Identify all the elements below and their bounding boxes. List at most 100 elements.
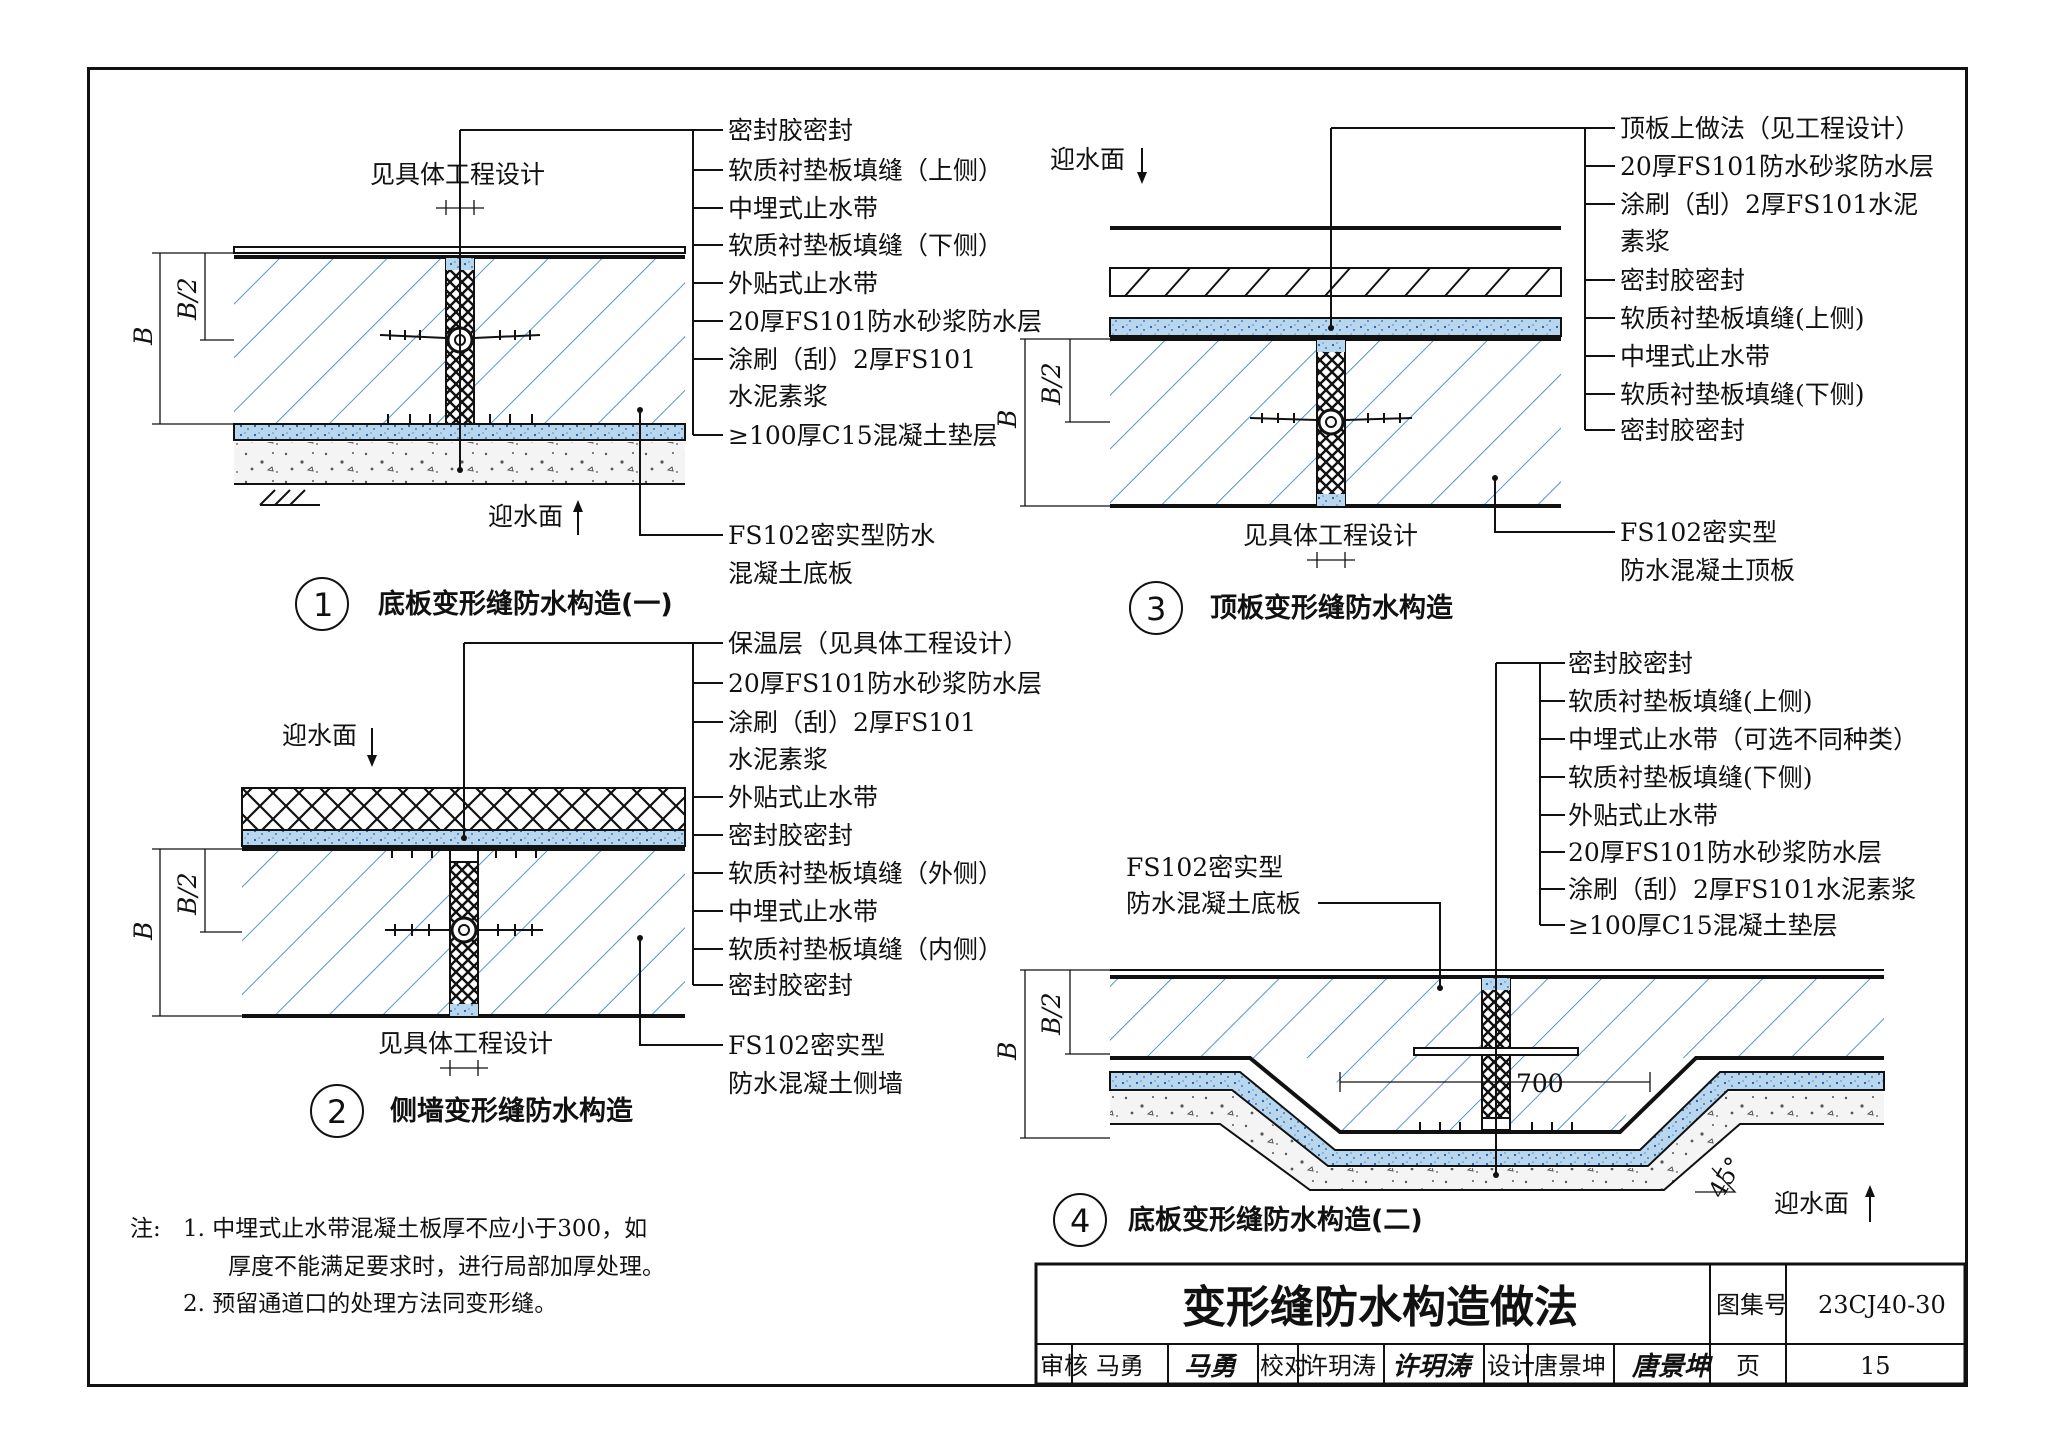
detail2-label-5: 密封胶密封 <box>728 821 853 850</box>
title-block: 变形缝防水构造做法 图集号 23CJ40-30 页 15 审核 马勇 马勇 校对… <box>1034 1262 1967 1386</box>
detail4-slab-label-1: 防水混凝土底板 <box>1126 889 1301 918</box>
detail3-label-2: 涂刷（刮）2厚FS101水泥 <box>1620 190 1918 219</box>
designer-name: 唐景坤 <box>1534 1352 1606 1380</box>
detail3-label-5: 软质衬垫板填缝(上侧) <box>1620 304 1865 333</box>
detail3-waterstop <box>1249 408 1413 436</box>
detail2-label-0: 保温层（见具体工程设计） <box>728 629 1028 658</box>
detail1-callouts: 密封胶密封 软质衬垫板填缝（上侧） 中埋式止水带 软质衬垫板填缝（下侧） 外贴式… <box>693 116 1042 450</box>
detail4-label-0: 密封胶密封 <box>1568 649 1693 678</box>
detail1-label-3: 软质衬垫板填缝（下侧） <box>728 231 1003 260</box>
detail3-mortar-layer <box>1109 317 1562 337</box>
detail3-dim-b2: B/2 <box>1037 362 1066 406</box>
detail3-slab-label-1: 防水混凝土顶板 <box>1620 556 1795 585</box>
note-1-cont: 厚度不能满足要求时，进行局部加厚处理。 <box>228 1254 665 1280</box>
detail2-label-9: 密封胶密封 <box>728 971 853 1000</box>
notes: 注: 1. 中埋式止水带混凝土板厚不应小于300，如 厚度不能满足要求时，进行局… <box>130 1216 665 1317</box>
note-2: 2. 预留通道口的处理方法同变形缝。 <box>183 1291 557 1317</box>
detail4-callouts: 密封胶密封 软质衬垫板填缝(上侧) 中埋式止水带（可选不同种类） 软质衬垫板填缝… <box>1540 649 1918 940</box>
detail3-label-3: 素浆 <box>1620 227 1670 256</box>
detail3-label-0: 顶板上做法（见工程设计） <box>1620 114 1920 143</box>
checker-signature: 许玥涛 <box>1392 1352 1474 1382</box>
detail4-label-5: 20厚FS101防水砂浆防水层 <box>1568 838 1882 867</box>
detail2-dim-b: B <box>129 922 158 941</box>
note-1: 1. 中埋式止水带混凝土板厚不应小于300，如 <box>183 1216 647 1242</box>
detail3-water-face: 迎水面 <box>1050 145 1125 174</box>
atlas-number: 23CJ40-30 <box>1818 1291 1946 1319</box>
detail2-waterstop <box>385 916 543 944</box>
detail1-slab-left <box>234 258 446 424</box>
sheet-title: 变形缝防水构造做法 <box>1182 1282 1578 1333</box>
reviewer-signature: 马勇 <box>1184 1352 1238 1382</box>
detail1-label-0: 密封胶密封 <box>728 116 853 145</box>
detail4-caption: 底板变形缝防水构造(二) <box>1128 1204 1423 1236</box>
detail4-label-7: ≥100厚C15混凝土垫层 <box>1568 911 1838 940</box>
detail3-slab-label-0: FS102密实型 <box>1620 518 1777 547</box>
detail4-number: 4 <box>1070 1202 1090 1240</box>
detail1-label-6: 涂刷（刮）2厚FS101 <box>728 345 976 374</box>
detail2-label-1: 20厚FS101防水砂浆防水层 <box>728 669 1042 698</box>
notes-prefix: 注: <box>130 1216 161 1242</box>
detail3-callouts: 顶板上做法（见工程设计） 20厚FS101防水砂浆防水层 涂刷（刮）2厚FS10… <box>1585 114 1934 445</box>
detail2-bottom-note: 见具体工程设计 <box>378 1029 553 1058</box>
detail-4: 700 45° B B/2 迎水面 FS102密实型 防水混凝土底板 密封胶密封… <box>993 649 1918 1247</box>
detail2-label-8: 软质衬垫板填缝（内侧） <box>728 935 1003 964</box>
check-label: 校对 <box>1260 1352 1308 1380</box>
designer-signature: 唐景坤 <box>1631 1352 1713 1382</box>
detail3-label-1: 20厚FS101防水砂浆防水层 <box>1620 152 1934 181</box>
detail3-bottom-note: 见具体工程设计 <box>1243 521 1418 550</box>
detail4-label-1: 软质衬垫板填缝(上侧) <box>1568 687 1813 716</box>
page-label: 页 <box>1736 1352 1760 1380</box>
detail3-dim-b: B <box>993 410 1022 429</box>
detail2-caption: 侧墙变形缝防水构造 <box>390 1095 633 1127</box>
checker-name: 许玥涛 <box>1304 1352 1376 1380</box>
detail1-label-5: 20厚FS101防水砂浆防水层 <box>728 307 1042 336</box>
detail1-caption: 底板变形缝防水构造(一) <box>378 588 673 620</box>
detail1-label-8: ≥100厚C15混凝土垫层 <box>728 421 998 450</box>
detail3-label-4: 密封胶密封 <box>1620 266 1745 295</box>
detail2-water-face: 迎水面 <box>282 721 357 750</box>
detail4-water-face: 迎水面 <box>1774 1189 1849 1218</box>
detail1-top-note: 见具体工程设计 <box>370 160 545 189</box>
detail1-slab-label-1: 混凝土底板 <box>728 559 853 588</box>
detail4-angle: 45° <box>1703 1152 1749 1203</box>
detail-1: 见具体工程设计 B B/2 迎水面 密封胶密封 软质衬垫板填缝（上侧） 中埋式止… <box>129 116 1042 631</box>
detail-2: 迎水面 B B/2 见具体工程设计 保温层（见具体工程设计） 20厚FS101防… <box>129 629 1042 1138</box>
detail2-slab-label-1: 防水混凝土侧墙 <box>728 1069 903 1098</box>
detail3-caption: 顶板变形缝防水构造 <box>1210 592 1453 624</box>
detail1-number: 1 <box>313 586 333 624</box>
detail4-label-2: 中埋式止水带（可选不同种类） <box>1568 725 1918 754</box>
atlas-label: 图集号 <box>1716 1291 1788 1319</box>
detail2-label-2: 涂刷（刮）2厚FS101 <box>728 708 976 737</box>
reviewer-name: 马勇 <box>1096 1352 1144 1380</box>
detail2-callouts: 保温层（见具体工程设计） 20厚FS101防水砂浆防水层 涂刷（刮）2厚FS10… <box>693 629 1042 1000</box>
detail3-label-6: 中埋式止水带 <box>1620 342 1770 371</box>
detail2-number: 2 <box>327 1093 347 1131</box>
detail1-label-2: 中埋式止水带 <box>728 194 878 223</box>
detail4-cushion-layer <box>1110 1092 1884 1190</box>
detail3-label-7: 软质衬垫板填缝(下侧) <box>1620 380 1865 409</box>
detail4-mortar-layer <box>1109 1071 1885 1167</box>
detail1-label-7: 水泥素浆 <box>728 382 828 411</box>
detail2-dim-b2: B/2 <box>173 872 202 916</box>
design-label: 设计 <box>1487 1352 1535 1380</box>
detail-3: 迎水面 B B/2 见具体工程设计 顶板上做法（见工程设计） 20厚FS101防… <box>993 114 1934 635</box>
detail1-slab-right <box>474 258 685 424</box>
page-number: 15 <box>1860 1352 1891 1380</box>
detail4-dim-700: 700 <box>1516 1069 1564 1098</box>
detail4-label-3: 软质衬垫板填缝(下侧) <box>1568 763 1813 792</box>
detail4-label-6: 涂刷（刮）2厚FS101水泥素浆 <box>1568 875 1916 904</box>
detail2-label-4: 外贴式止水带 <box>728 783 878 812</box>
detail1-label-1: 软质衬垫板填缝（上侧） <box>728 156 1003 185</box>
detail4-label-4: 外贴式止水带 <box>1568 801 1718 830</box>
detail1-label-4: 外贴式止水带 <box>728 269 878 298</box>
detail4-dim-b: B <box>993 1042 1022 1061</box>
detail2-label-7: 中埋式止水带 <box>728 897 878 926</box>
detail3-label-8: 密封胶密封 <box>1620 416 1745 445</box>
review-label: 审核 <box>1040 1352 1088 1380</box>
detail1-dim-b2: B/2 <box>173 277 202 321</box>
detail4-slab-label-0: FS102密实型 <box>1126 853 1283 882</box>
detail1-dim-b: B <box>129 327 158 346</box>
detail4-dim-b2: B/2 <box>1037 992 1066 1036</box>
detail2-label-3: 水泥素浆 <box>728 745 828 774</box>
